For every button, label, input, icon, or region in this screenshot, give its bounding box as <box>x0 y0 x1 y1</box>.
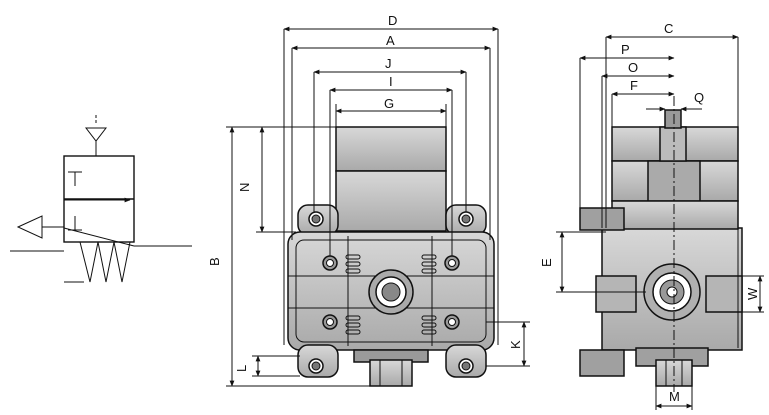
dim-label-E: E <box>539 258 554 267</box>
dim-label-B: B <box>207 257 222 266</box>
dim-label-I: I <box>389 74 393 89</box>
dim-label-C: C <box>664 21 673 36</box>
dim-label-P: P <box>621 42 630 57</box>
dim-label-W: W <box>745 287 760 300</box>
dim-label-K: K <box>508 340 523 349</box>
valve-symbol <box>10 115 192 283</box>
dim-label-D: D <box>388 13 397 28</box>
dimension-labels: D A J I G B N L K C P O F Q E W M <box>207 13 760 404</box>
side-view <box>556 34 764 410</box>
dim-label-G: G <box>384 96 394 111</box>
dim-label-L: L <box>234 365 249 372</box>
dim-label-F: F <box>630 78 638 93</box>
dim-label-O: O <box>628 60 638 75</box>
dim-label-Q: Q <box>694 90 704 105</box>
dim-label-J: J <box>385 56 392 71</box>
dim-label-M: M <box>669 389 680 404</box>
dim-label-N: N <box>237 183 252 192</box>
dim-label-A: A <box>386 33 395 48</box>
front-view <box>226 26 530 387</box>
